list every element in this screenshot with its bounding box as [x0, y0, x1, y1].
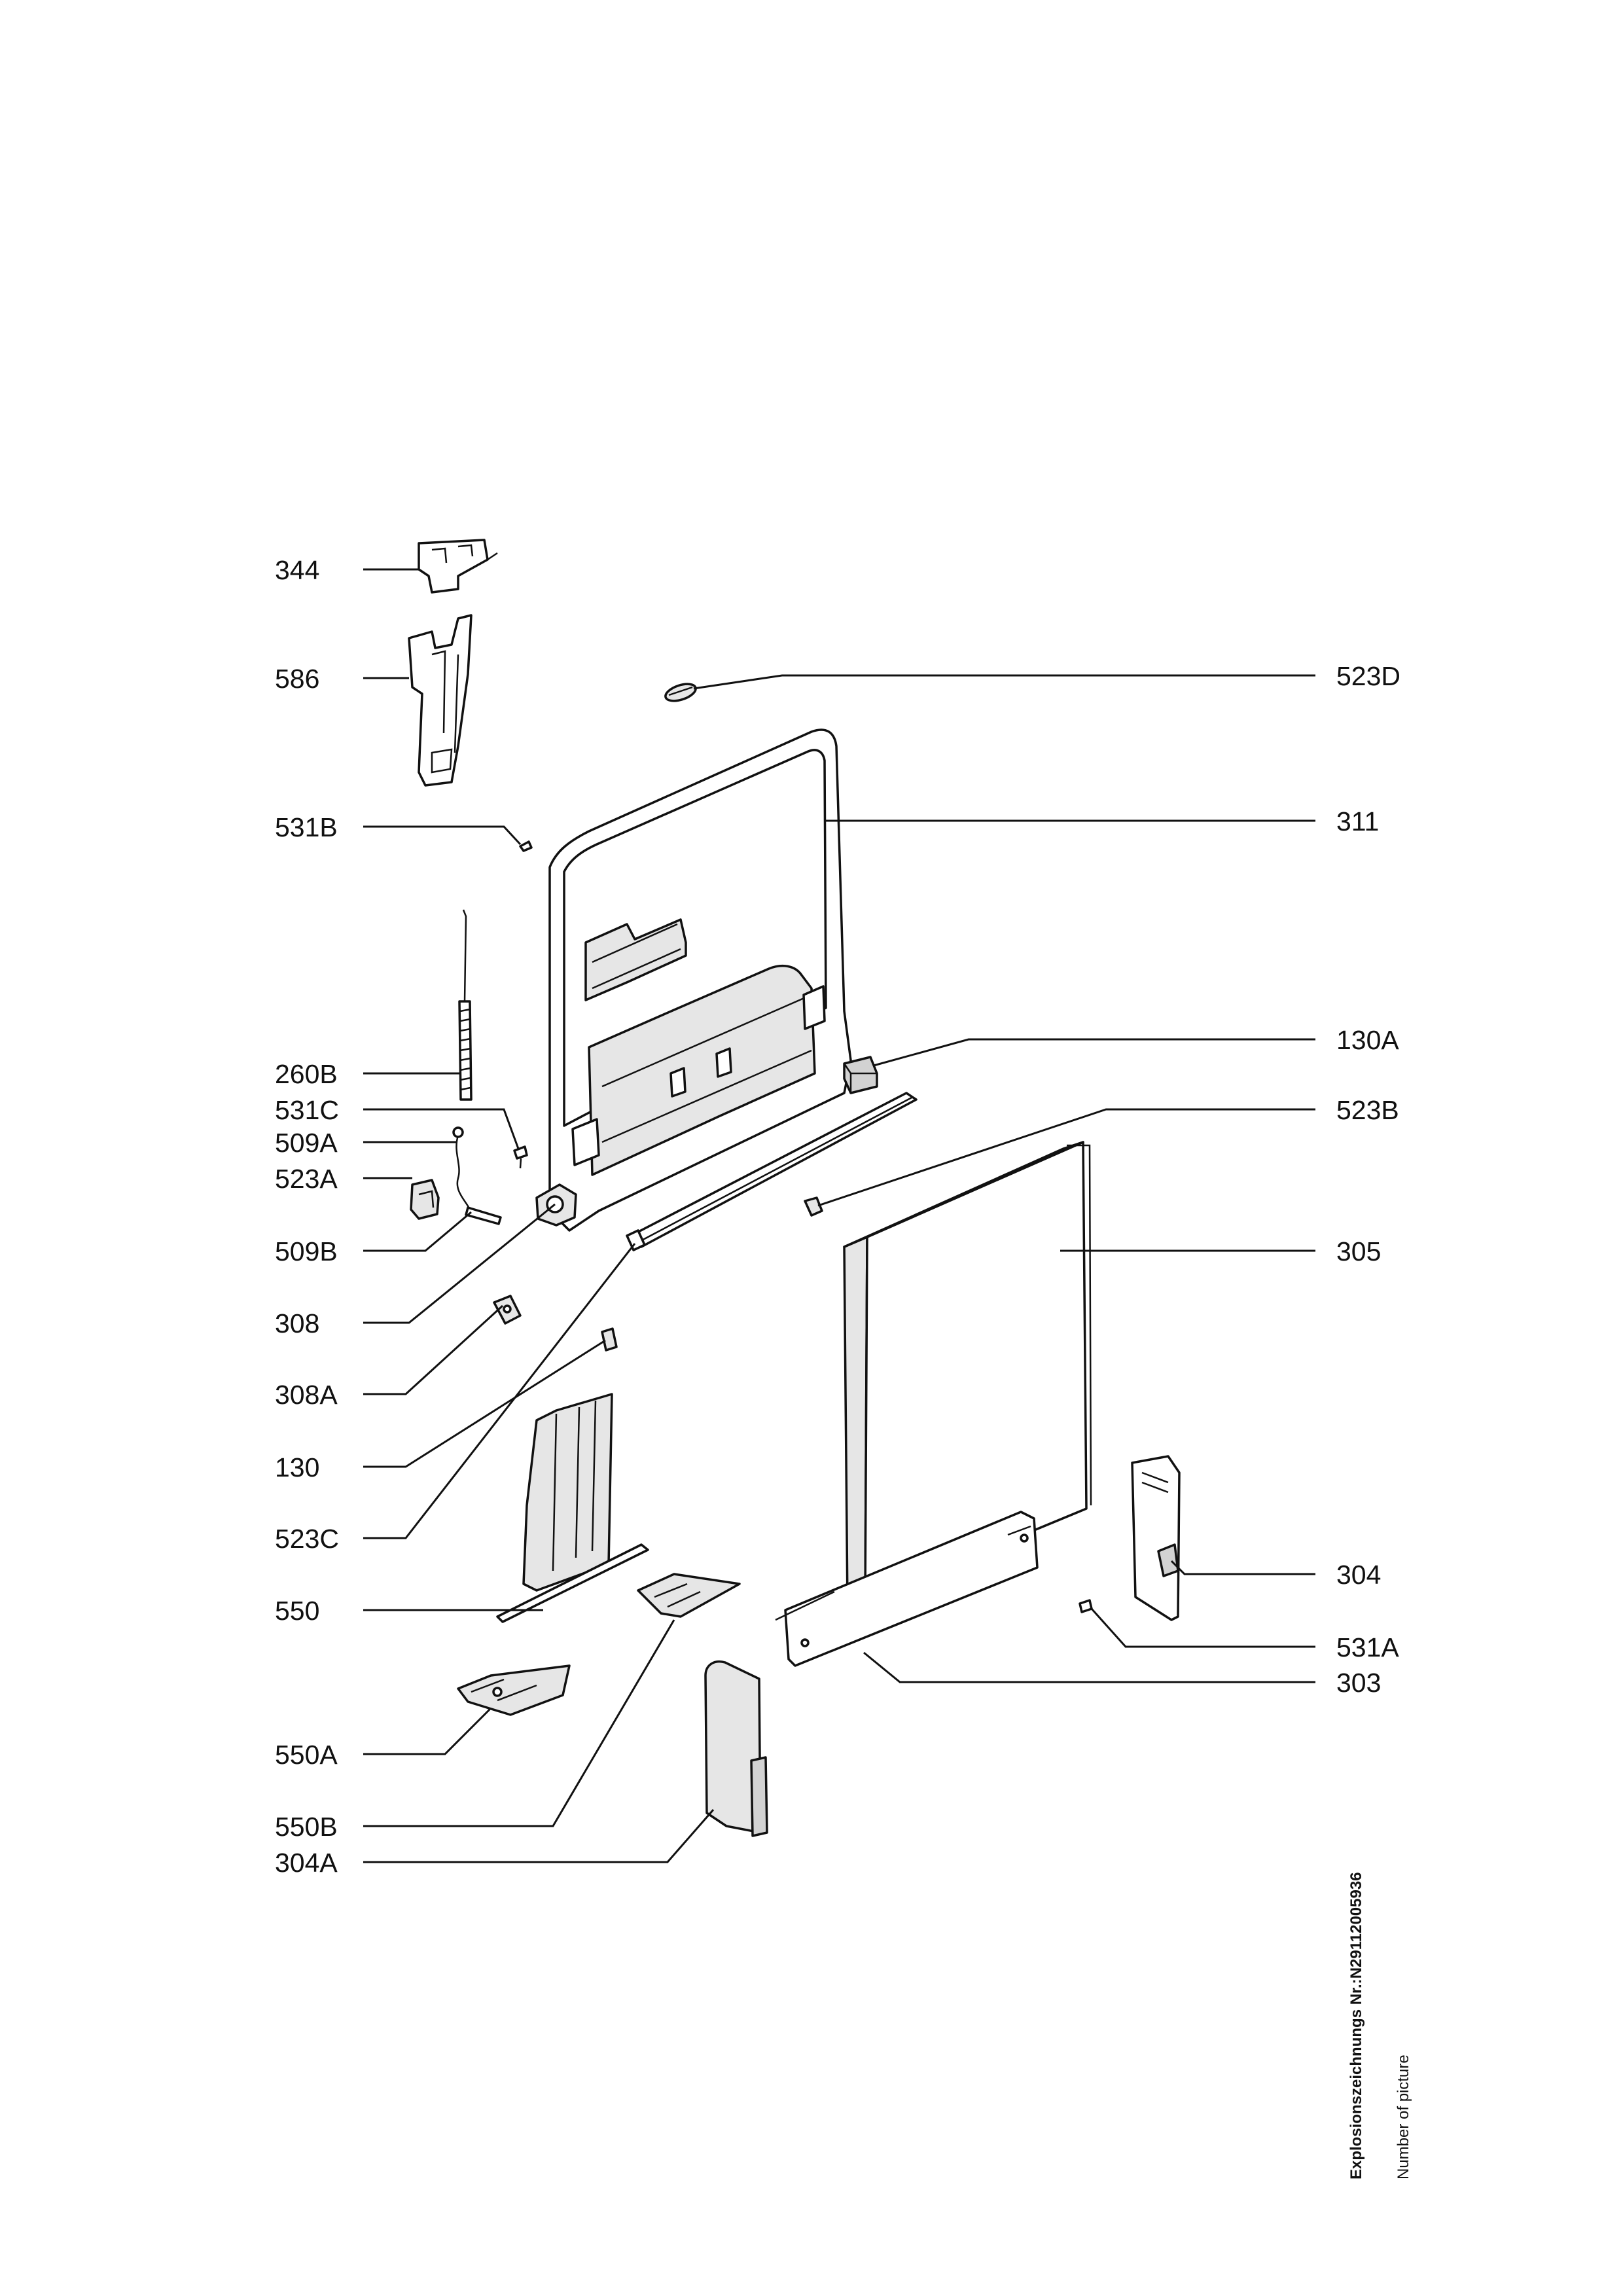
- part-509b-pin: [465, 1206, 502, 1225]
- caption-title: Explosionszeichnungs Nr.:N29112005936: [1347, 1872, 1365, 2179]
- part-550b-bracket: [637, 1573, 741, 1618]
- label-344: 344: [275, 555, 319, 585]
- leader-509b: [363, 1211, 472, 1252]
- part-305-door-panel: [843, 1141, 1092, 1608]
- label-531a: 531A: [1336, 1632, 1399, 1662]
- part-304-side-cover: [1131, 1455, 1181, 1621]
- leader-308: [363, 1203, 556, 1324]
- leader-550b: [363, 1619, 675, 1827]
- part-308-strip: [626, 1092, 918, 1251]
- leader-130a: [873, 1038, 1315, 1067]
- label-260b: 260B: [275, 1059, 338, 1089]
- label-308a: 308A: [275, 1380, 338, 1410]
- leader-304: [1170, 1560, 1315, 1575]
- label-305: 305: [1336, 1236, 1381, 1266]
- leader-531c: [363, 1108, 520, 1149]
- label-550b: 550B: [275, 1812, 338, 1842]
- part-130a-block: [843, 1056, 878, 1094]
- part-303-plinth-strip: [775, 1511, 1039, 1667]
- label-130: 130: [275, 1452, 319, 1482]
- label-531b: 531B: [275, 812, 338, 842]
- part-311-inner-door: [535, 728, 852, 1232]
- part-344-hinge-clip: [418, 539, 498, 594]
- leader-130: [363, 1339, 606, 1468]
- leader-523d: [693, 674, 1315, 690]
- part-531b-screw: [519, 840, 533, 852]
- part-509a-cable: [452, 1126, 471, 1210]
- label-523a: 523A: [275, 1164, 338, 1194]
- label-523b: 523B: [1336, 1095, 1399, 1125]
- caption-subtitle: Number of picture: [1395, 2054, 1412, 2179]
- label-130a: 130A: [1336, 1025, 1399, 1055]
- label-303: 303: [1336, 1668, 1381, 1698]
- label-523c: 523C: [275, 1524, 339, 1554]
- part-130-clip: [601, 1327, 618, 1352]
- leader-531a: [1090, 1607, 1315, 1648]
- label-304: 304: [1336, 1560, 1381, 1590]
- part-531a-screw: [1079, 1599, 1093, 1613]
- label-550: 550: [275, 1596, 319, 1626]
- label-311: 311: [1336, 806, 1379, 836]
- part-308a-bracket: [493, 1295, 522, 1325]
- part-523d-clip: [664, 683, 697, 702]
- label-523d: 523D: [1336, 661, 1400, 691]
- part-304a-cover: [704, 1660, 768, 1837]
- leader-550a: [363, 1707, 492, 1755]
- label-550a: 550A: [275, 1740, 338, 1770]
- part-523a-latch: [410, 1179, 440, 1220]
- label-531c: 531C: [275, 1095, 339, 1125]
- part-550-rail-frame: [496, 1393, 649, 1623]
- leader-523b: [817, 1108, 1315, 1207]
- leader-304a: [363, 1809, 715, 1863]
- label-308: 308: [275, 1308, 319, 1338]
- part-531c-screw: [513, 1145, 528, 1169]
- leader-531b: [363, 825, 522, 846]
- label-509b: 509B: [275, 1236, 338, 1266]
- part-586-bracket: [408, 614, 473, 787]
- part-550a-bracket: [457, 1664, 571, 1716]
- label-586: 586: [275, 664, 319, 694]
- part-523b-clip: [804, 1196, 823, 1217]
- label-304a: 304A: [275, 1848, 338, 1878]
- leader-303: [863, 1651, 1315, 1683]
- leader-523c: [363, 1243, 636, 1539]
- label-509a: 509A: [275, 1128, 338, 1158]
- drawing-caption: Explosionszeichnungs Nr.:N29112005936 Nu…: [1347, 1872, 1412, 2179]
- leader-308a: [363, 1304, 504, 1395]
- part-260b-spring: [458, 909, 473, 1101]
